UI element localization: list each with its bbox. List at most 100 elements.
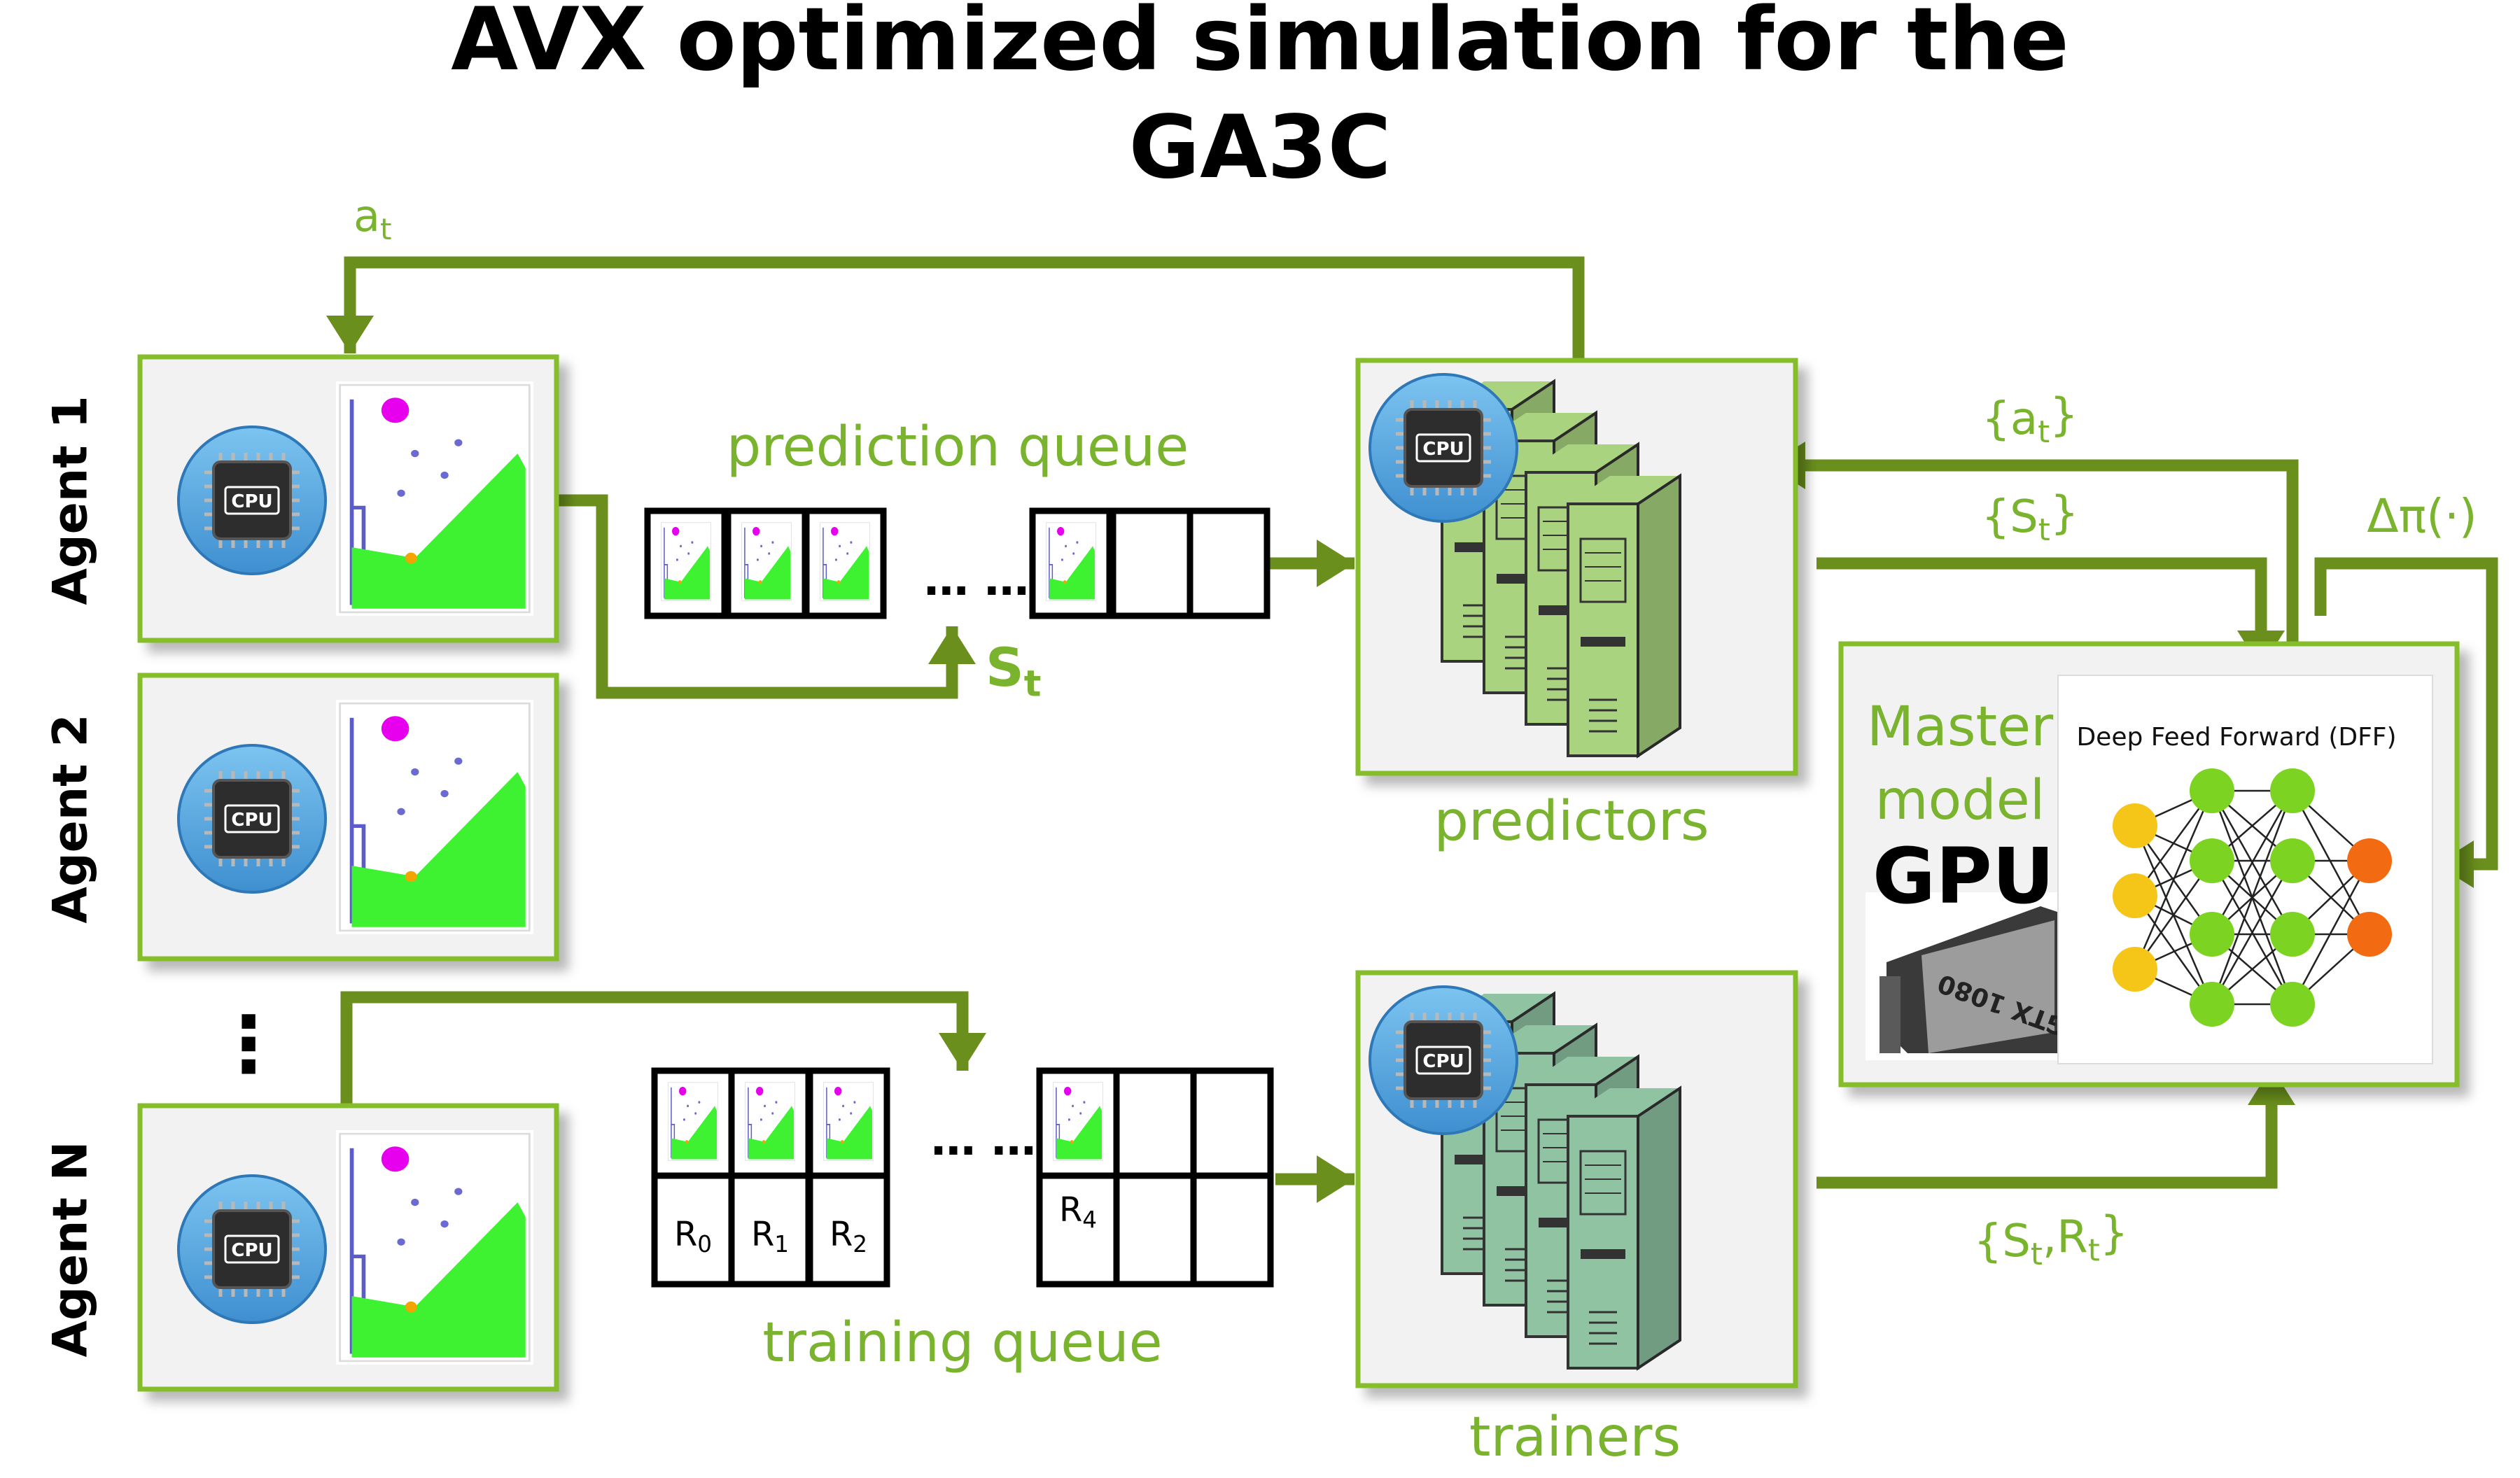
state-label: St <box>986 636 1041 705</box>
network-node <box>2270 768 2315 813</box>
server-icon <box>1568 476 1680 756</box>
gpu-card-image: GTX 1080 <box>1865 892 2071 1060</box>
queued-state-thumbnail <box>740 521 793 603</box>
queued-state-thumbnail <box>666 1081 720 1162</box>
training-queue-state-cell <box>1190 1067 1274 1179</box>
network-node <box>2113 947 2157 992</box>
agent-label: Agent N <box>43 1141 99 1358</box>
network-edge <box>2291 790 2371 935</box>
queued-state-thumbnail <box>1051 1081 1105 1162</box>
game-screen-thumbnail <box>659 521 713 603</box>
action-arrow <box>344 256 1585 360</box>
network-edge <box>2291 860 2371 1005</box>
game-screen-thumbnail <box>336 700 533 934</box>
queue-to-trainers-arrow-head <box>1317 1155 1354 1203</box>
queued-state-thumbnail <box>743 1081 797 1162</box>
network-node <box>2270 982 2315 1027</box>
gpu-card-bracket <box>1879 976 1900 1053</box>
actions-to-predictors-arrow <box>1768 459 2299 665</box>
queued-state-thumbnail <box>659 521 713 603</box>
game-screen-thumbnail <box>666 1081 720 1162</box>
server-icon <box>1568 1088 1680 1368</box>
agent-label: Agent 2 <box>43 714 99 923</box>
agent-game-screen <box>336 1130 533 1365</box>
prediction-queue-cell <box>1110 507 1194 619</box>
agent-cpu-icon: CPU <box>178 1176 326 1323</box>
state-arrow-head <box>928 626 976 664</box>
actions-set-label: {at} <box>1982 389 2078 450</box>
diagram-labels: Agent 1 Agent 2 Agent N ⋮ … … prediction queu… <box>43 190 2477 1469</box>
agent-game-screen <box>336 381 533 616</box>
master-label-line-1: Master <box>1867 696 2054 759</box>
trainers-cpu-icon: CPU <box>1370 987 1517 1134</box>
network-node <box>2190 912 2234 957</box>
network-node <box>2270 838 2315 883</box>
game-screen-thumbnail <box>740 521 793 603</box>
prediction-queue-ellipsis: … … <box>924 554 1029 606</box>
action-arrow-head <box>326 316 374 353</box>
agent-game-screen <box>336 700 533 934</box>
game-screen-thumbnail <box>336 381 533 616</box>
game-screen-thumbnail <box>822 1081 875 1162</box>
agent-label: Agent 1 <box>43 395 99 605</box>
cpu-label: CPU <box>1422 439 1464 460</box>
prediction-queue-cell <box>1186 507 1270 619</box>
network-node <box>2190 982 2234 1027</box>
agent-cpu-icon: CPU <box>178 427 326 574</box>
game-screen-thumbnail <box>336 1130 533 1365</box>
reward-label: R2 <box>830 1215 867 1258</box>
agents-ellipsis: ⋮ <box>210 999 287 1089</box>
network-node <box>2347 838 2392 883</box>
game-screen-thumbnail <box>743 1081 797 1162</box>
dff-network-graph <box>2113 768 2392 1027</box>
predictors-label: predictors <box>1434 790 1709 853</box>
master-label-line-2: model <box>1875 769 2045 832</box>
cpu-label: CPU <box>231 1240 272 1261</box>
training-queue-state-cell <box>1113 1067 1197 1179</box>
state-arrow <box>556 494 958 699</box>
gpu-label: GPU <box>1872 831 2054 921</box>
reward-label: R4 <box>1059 1190 1097 1233</box>
cpu-label: CPU <box>231 491 272 512</box>
queued-state-thumbnail <box>818 521 872 603</box>
states-set-label: {St} <box>1981 487 2078 548</box>
training-queue-reward-cell <box>651 1172 735 1288</box>
training-queue-reward-cell <box>728 1172 812 1288</box>
reward-label: R0 <box>674 1215 712 1258</box>
network-node <box>2113 873 2157 918</box>
game-screen-thumbnail <box>1044 521 1098 603</box>
prediction-queue-label: prediction queue <box>727 416 1189 479</box>
network-node <box>2190 838 2234 883</box>
cpu-label: CPU <box>1422 1051 1464 1072</box>
training-queue-reward-cell <box>1113 1172 1197 1288</box>
experience-to-master-arrow <box>1816 1067 2278 1189</box>
game-screen-thumbnail <box>1051 1081 1105 1162</box>
network-edge <box>2134 790 2213 970</box>
network-edge <box>2211 860 2294 1005</box>
policy-update-label: Δπ(·) <box>2367 489 2477 543</box>
agent-cpu-icon: CPU <box>178 745 326 892</box>
trainers-label: trainers <box>1469 1406 1681 1469</box>
game-screen-thumbnail <box>818 521 872 603</box>
queue-to-predictors-arrow-head <box>1317 540 1354 587</box>
queued-state-thumbnail <box>1044 521 1098 603</box>
network-node <box>2270 912 2315 957</box>
reward-label: R1 <box>751 1215 789 1258</box>
action-label: at <box>354 190 392 246</box>
training-queue-ellipsis: … … <box>931 1114 1036 1166</box>
network-node <box>2190 768 2234 813</box>
network-node <box>2113 803 2157 848</box>
dff-network-title: Deep Feed Forward (DFF) <box>2076 723 2396 752</box>
experience-set-label: {St,Rt} <box>1974 1208 2129 1273</box>
network-node <box>2347 912 2392 957</box>
training-queue-reward-cell <box>1036 1172 1120 1288</box>
component-boxes: CPU CPU CPU CPU CPU GTX 1080 <box>137 354 2460 1392</box>
training-queue-reward-cell <box>1190 1172 1274 1288</box>
gpu-card-shroud <box>1921 920 2054 1053</box>
network-edge <box>2211 790 2294 1005</box>
cpu-label: CPU <box>231 810 272 831</box>
queued-state-thumbnail <box>822 1081 875 1162</box>
diagram-title-line-1: AVX optimized simulation for the <box>451 0 2069 90</box>
